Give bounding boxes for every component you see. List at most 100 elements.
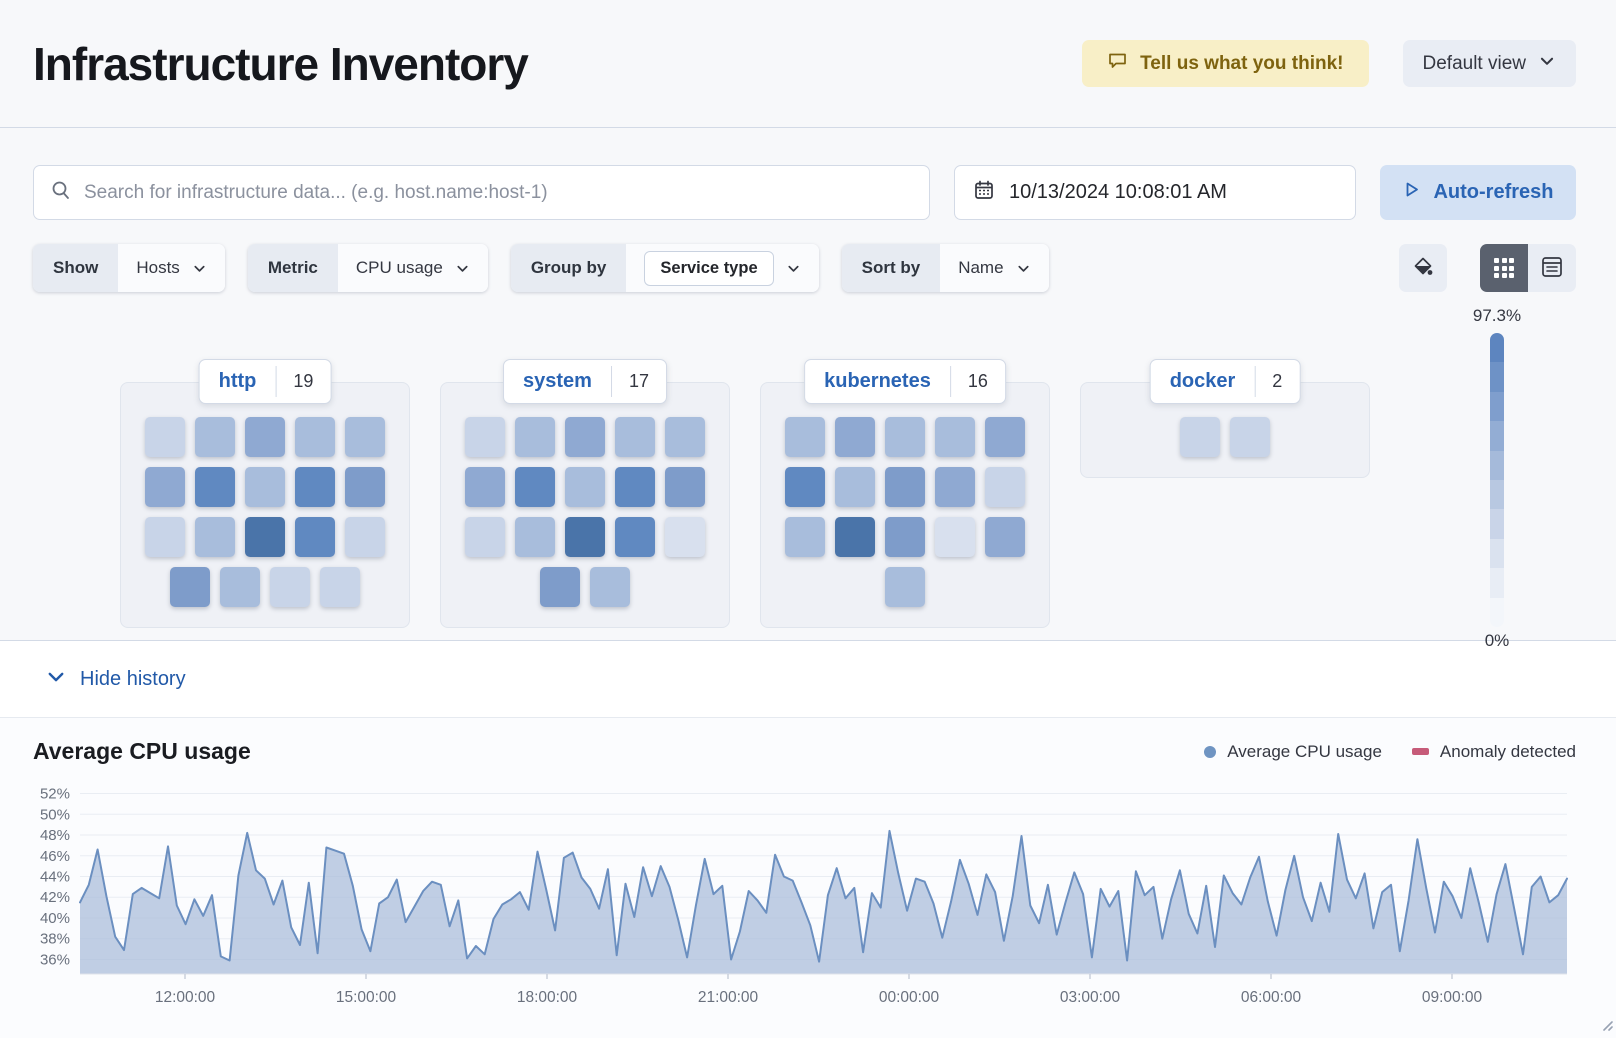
host-square[interactable] — [985, 417, 1025, 457]
group-name-link[interactable]: kubernetes — [824, 370, 931, 392]
host-square[interactable] — [145, 467, 185, 507]
legend-options-button[interactable] — [1399, 244, 1447, 292]
host-square[interactable] — [540, 567, 580, 607]
waffle-row — [121, 567, 409, 607]
host-square[interactable] — [220, 567, 260, 607]
metric-value: CPU usage — [355, 258, 443, 277]
scale-segment — [1490, 568, 1504, 598]
header-actions: Tell us what you think! Default view — [1082, 40, 1576, 87]
legend-item-anomaly[interactable]: Anomaly detected — [1411, 742, 1576, 762]
default-view-button[interactable]: Default view — [1402, 40, 1576, 87]
host-square[interactable] — [345, 517, 385, 557]
host-square[interactable] — [145, 417, 185, 457]
host-square[interactable] — [170, 567, 210, 607]
table-view-button[interactable] — [1528, 244, 1576, 292]
feedback-button[interactable]: Tell us what you think! — [1082, 40, 1369, 87]
svg-text:46%: 46% — [40, 848, 70, 865]
legend-item-avg-cpu[interactable]: Average CPU usage — [1204, 742, 1382, 762]
legend-avg-cpu-label: Average CPU usage — [1227, 741, 1382, 761]
scale-segment — [1490, 480, 1504, 510]
host-square[interactable] — [885, 567, 925, 607]
date-time-picker[interactable]: 10/13/2024 10:08:01 AM — [954, 165, 1356, 220]
host-square[interactable] — [985, 467, 1025, 507]
chart-legend: Average CPU usage Anomaly detected — [1204, 742, 1576, 762]
host-square[interactable] — [590, 567, 630, 607]
host-square[interactable] — [465, 417, 505, 457]
host-square[interactable] — [465, 517, 505, 557]
page-header: Infrastructure Inventory Tell us what yo… — [0, 0, 1616, 128]
host-square[interactable] — [565, 417, 605, 457]
host-square[interactable] — [885, 517, 925, 557]
host-square[interactable] — [195, 417, 235, 457]
svg-text:44%: 44% — [40, 869, 70, 886]
group-name-link[interactable]: docker — [1169, 370, 1236, 392]
host-square[interactable] — [270, 567, 310, 607]
host-square[interactable] — [935, 467, 975, 507]
host-square[interactable] — [785, 467, 825, 507]
metric-control: Metric CPU usage — [247, 244, 488, 292]
host-square[interactable] — [515, 467, 555, 507]
host-square[interactable] — [785, 417, 825, 457]
map-view-button[interactable] — [1480, 244, 1528, 292]
svg-text:36%: 36% — [40, 951, 70, 968]
host-square[interactable] — [835, 517, 875, 557]
host-square[interactable] — [465, 467, 505, 507]
waffle-row — [761, 517, 1049, 557]
svg-text:40%: 40% — [40, 910, 70, 927]
host-square[interactable] — [145, 517, 185, 557]
host-square[interactable] — [835, 417, 875, 457]
host-square[interactable] — [615, 467, 655, 507]
host-square[interactable] — [935, 517, 975, 557]
host-square[interactable] — [245, 467, 285, 507]
metric-value-dropdown[interactable]: CPU usage — [337, 244, 488, 292]
show-value: Hosts — [136, 258, 180, 277]
host-square[interactable] — [295, 467, 335, 507]
svg-text:21:00:00: 21:00:00 — [698, 989, 759, 1006]
host-square[interactable] — [295, 517, 335, 557]
host-square[interactable] — [515, 417, 555, 457]
group-by-value-dropdown[interactable]: Service type — [626, 244, 819, 292]
svg-text:18:00:00: 18:00:00 — [517, 989, 578, 1006]
scale-segment — [1490, 509, 1504, 539]
chevron-down-icon — [457, 265, 468, 272]
host-square[interactable] — [245, 417, 285, 457]
host-square[interactable] — [615, 517, 655, 557]
svg-text:42%: 42% — [40, 889, 70, 906]
host-square[interactable] — [345, 417, 385, 457]
host-square[interactable] — [935, 417, 975, 457]
host-square[interactable] — [885, 467, 925, 507]
host-square[interactable] — [665, 517, 705, 557]
host-square[interactable] — [345, 467, 385, 507]
host-square[interactable] — [245, 517, 285, 557]
host-square[interactable] — [565, 517, 605, 557]
host-square[interactable] — [195, 467, 235, 507]
auto-refresh-button[interactable]: Auto-refresh — [1380, 165, 1576, 220]
search-icon — [50, 179, 72, 206]
sort-by-value-dropdown[interactable]: Name — [940, 244, 1049, 292]
host-square[interactable] — [1180, 417, 1220, 457]
host-square[interactable] — [835, 467, 875, 507]
hide-history-toggle[interactable]: Hide history — [0, 641, 1616, 717]
host-square[interactable] — [615, 417, 655, 457]
host-square[interactable] — [665, 417, 705, 457]
host-square[interactable] — [320, 567, 360, 607]
resize-grip-handle[interactable] — [1600, 1018, 1613, 1036]
group-by-value-pill[interactable]: Service type — [644, 250, 774, 286]
host-square[interactable] — [195, 517, 235, 557]
search-input[interactable] — [84, 181, 913, 204]
host-square[interactable] — [785, 517, 825, 557]
group-name-link[interactable]: http — [218, 370, 257, 392]
host-square[interactable] — [565, 467, 605, 507]
host-square[interactable] — [1230, 417, 1270, 457]
host-square[interactable] — [985, 517, 1025, 557]
host-square[interactable] — [665, 467, 705, 507]
host-square[interactable] — [295, 417, 335, 457]
host-square[interactable] — [515, 517, 555, 557]
host-square[interactable] — [885, 417, 925, 457]
group-name-link[interactable]: system — [523, 370, 592, 392]
show-value-dropdown[interactable]: Hosts — [118, 244, 225, 292]
